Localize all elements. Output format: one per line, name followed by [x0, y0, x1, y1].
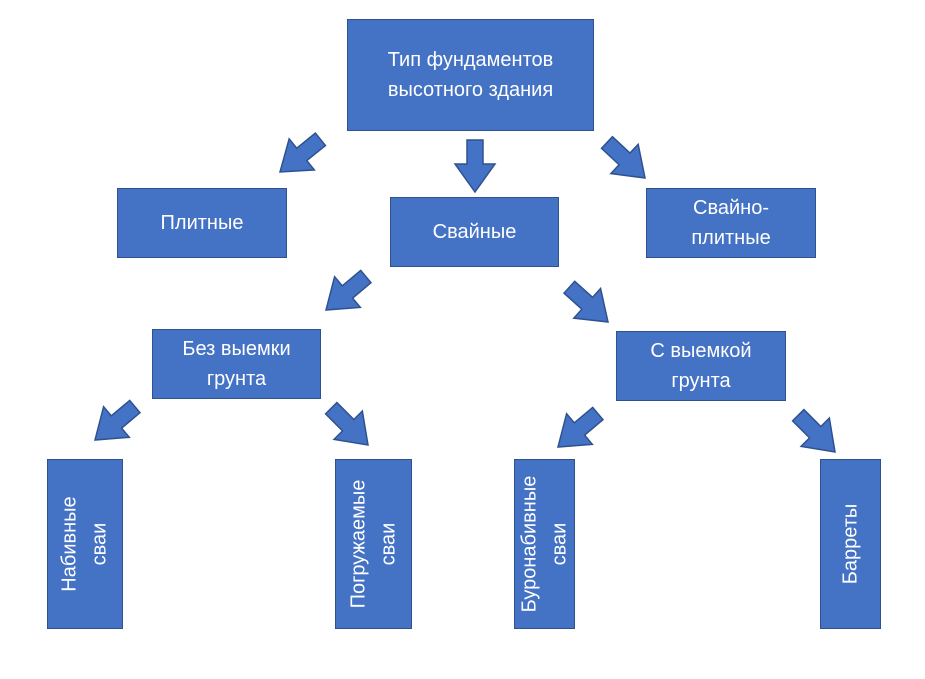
arrow-with-excavation-to-bored [544, 397, 612, 464]
node-slab: Плитные [117, 188, 287, 258]
node-pile-label: Свайные [432, 221, 517, 243]
arrow-no-excavation-to-driven [316, 393, 383, 460]
root-node-foundation-type: Тип фундаментов высотного здания [347, 19, 594, 131]
node-with-excavation-line2: грунта [671, 370, 731, 392]
node-with-excavation: С выемкой грунта [616, 331, 786, 401]
arrow-with-excavation-to-barrettes [783, 400, 850, 467]
node-slab-label: Плитные [160, 212, 244, 234]
leaf-barrettes: Барреты [820, 459, 881, 629]
leaf-barrettes-label: Барреты [839, 503, 862, 585]
root-label-line2: высотного здания [387, 79, 554, 101]
node-no-excavation-line2: грунта [206, 368, 267, 390]
node-with-excavation-line1: С выемкой [650, 340, 752, 362]
node-pile-slab-line2: плитные [691, 227, 771, 249]
node-pile: Свайные [390, 197, 559, 267]
leaf-driven-line1: Погружаемые [347, 479, 370, 609]
arrow-root-to-pile [454, 139, 496, 193]
arrow-root-to-combined [592, 127, 660, 194]
node-no-excavation: Без выемки грунта [152, 329, 321, 399]
leaf-bored-piles: Буронабивные сваи [514, 459, 575, 629]
arrow-pile-to-with-excavation [555, 271, 623, 338]
arrow-root-to-slab [266, 122, 334, 189]
node-pile-slab: Свайно- плитные [646, 188, 816, 258]
leaf-driven-line2: сваи [377, 522, 400, 566]
node-pile-slab-line1: Свайно- [693, 197, 769, 219]
leaf-cast-in-place-piles: Набивные сваи [47, 459, 123, 629]
arrow-no-excavation-to-cast-in-place [81, 390, 149, 457]
leaf-bored-line1: Буронабивные [518, 475, 541, 613]
leaf-cast-in-place-line1: Набивные [59, 496, 81, 592]
root-label-line1: Тип фундаментов [387, 49, 554, 71]
leaf-bored-line2: сваи [548, 522, 571, 566]
leaf-driven-piles: Погружаемые сваи [335, 459, 412, 629]
leaf-cast-in-place-line2: сваи [89, 522, 111, 566]
node-no-excavation-line1: Без выемки [182, 338, 291, 360]
arrow-pile-to-no-excavation [312, 260, 380, 327]
